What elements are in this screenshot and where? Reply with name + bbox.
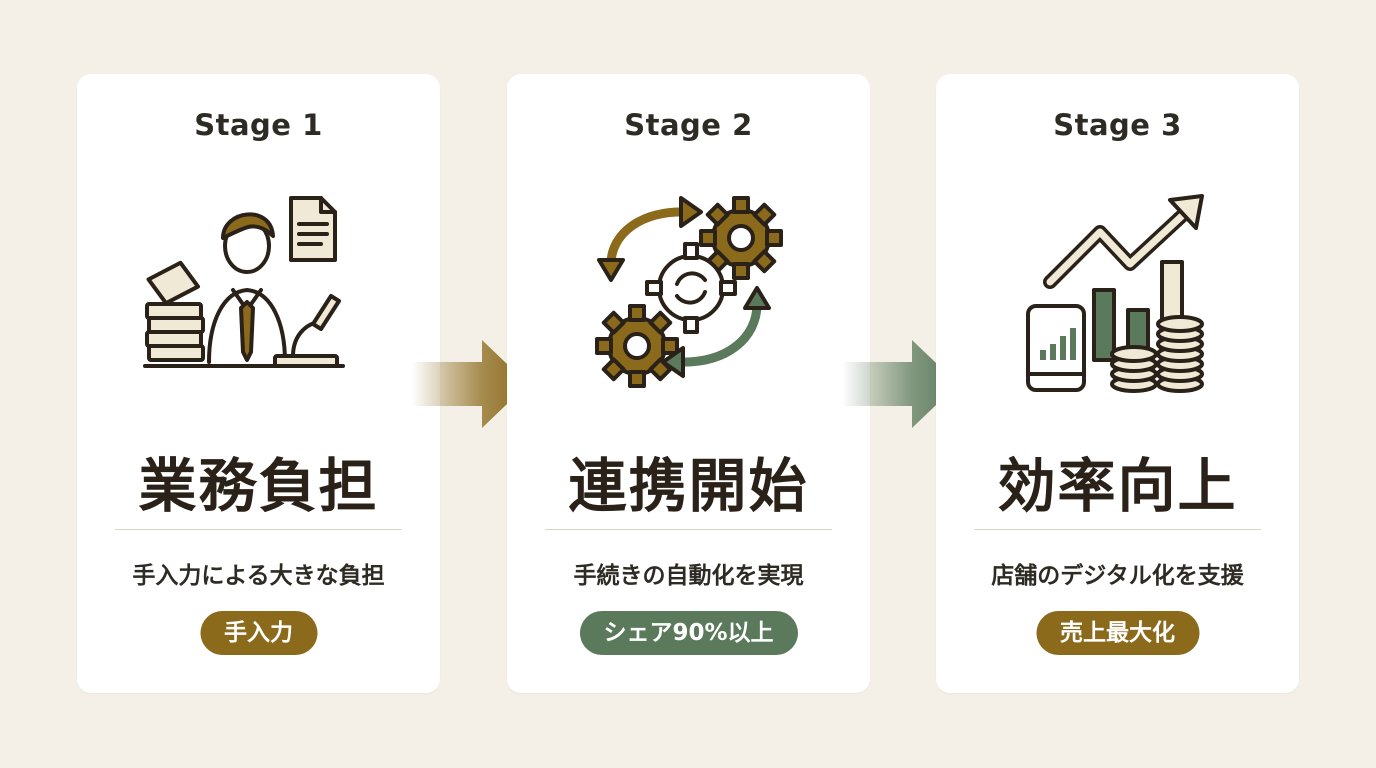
stage-label: Stage 1 (194, 108, 323, 142)
growth-chart-coins-tablet-icon (1026, 194, 1204, 393)
stage-title: 効率向上 (997, 452, 1238, 520)
divider (115, 529, 402, 530)
stage-badge: 売上最大化 (1036, 611, 1199, 655)
stage-description: 手入力による大きな負担 (132, 563, 385, 589)
stage-label: Stage 3 (1053, 108, 1182, 142)
stage-card-3: Stage 3 (936, 74, 1299, 693)
stage-title: 連携開始 (568, 452, 809, 520)
stage-label: Stage 2 (624, 108, 753, 142)
divider (545, 529, 832, 530)
divider (974, 529, 1261, 530)
stage-badge: シェア90%以上 (579, 611, 798, 655)
stage-description: 店舗のデジタル化を支援 (991, 563, 1244, 589)
right-arrow-icon (412, 340, 528, 428)
overwhelmed-worker-paperwork-icon (143, 196, 345, 368)
stage-badge: 手入力 (200, 611, 317, 655)
right-arrow-icon (842, 340, 958, 428)
stage-description: 手続きの自動化を実現 (573, 563, 804, 589)
gears-cycle-automation-icon (595, 196, 783, 388)
stage-title: 業務負担 (138, 452, 379, 520)
stage-card-1: Stage 1 (77, 74, 440, 693)
stage-card-2: Stage 2 (507, 74, 870, 693)
